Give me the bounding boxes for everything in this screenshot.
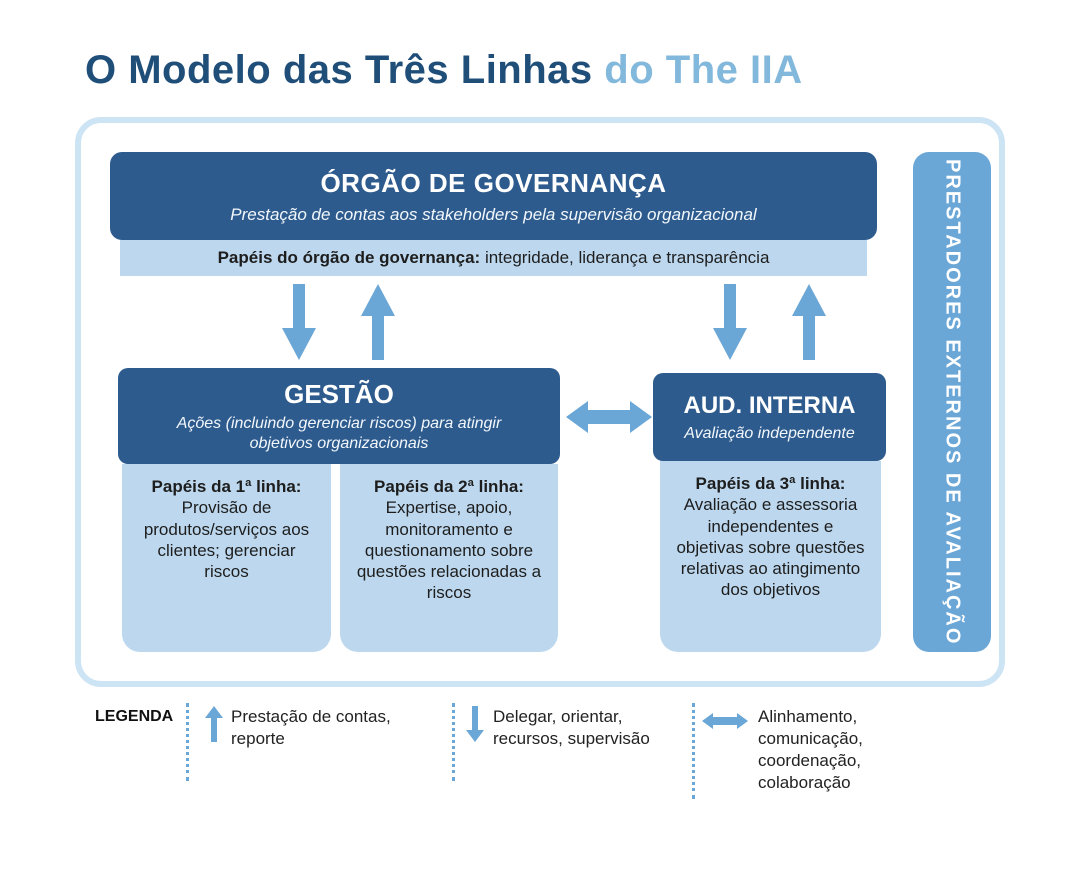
management-title: GESTÃO <box>284 378 394 409</box>
governance-box: ÓRGÃO DE GOVERNANÇA Prestação de contas … <box>110 152 877 240</box>
internal-audit-subtitle: Avaliação independente <box>684 424 855 442</box>
management-box: GESTÃO Ações (incluindo gerenciar riscos… <box>118 368 560 464</box>
arrow-down-icon <box>281 284 317 365</box>
arrow-down-icon <box>464 706 486 747</box>
first-line-box: Papéis da 1ª linha: Provisão de produtos… <box>122 464 331 652</box>
legend-item: Delegar, orientar, recursos, supervisão <box>493 707 650 748</box>
legend-label: LEGENDA <box>95 708 174 725</box>
management-subtitle: Ações (incluindo gerenciar riscos) para … <box>176 414 502 452</box>
page-title-accent: do The IIA <box>604 48 803 92</box>
arrow-up-icon <box>360 284 396 365</box>
first-line-heading: Papéis da 1ª linha: <box>151 477 302 496</box>
page-title-main: O Modelo das Três Linhas <box>85 48 605 92</box>
internal-audit-box: AUD. INTERNA Avaliação independente <box>653 373 886 461</box>
external-providers-label: PRESTADORES EXTERNOS DE AVALIAÇÃO <box>941 158 964 646</box>
legend-separator <box>452 703 455 781</box>
arrow-left-right-icon <box>702 712 748 735</box>
governance-roles-bar: Papéis do órgão de governança: integrida… <box>120 240 867 276</box>
page-title: O Modelo das Três Linhas do The IIA <box>85 48 803 93</box>
legend-separator <box>692 703 695 799</box>
external-providers-bar: PRESTADORES EXTERNOS DE AVALIAÇÃO <box>913 152 991 652</box>
legend-separator <box>186 703 189 781</box>
arrow-down-icon <box>712 284 748 365</box>
governance-roles-rest: integridade, liderança e transparência <box>480 248 770 267</box>
second-line-box: Papéis da 2ª linha: Expertise, apoio, mo… <box>340 464 558 652</box>
governance-roles-bold: Papéis do órgão de governança: <box>217 248 481 267</box>
third-line-box: Papéis da 3ª linha: Avaliação e assessor… <box>660 461 881 652</box>
arrow-left-right-icon <box>566 398 652 441</box>
legend-item: Alinhamento, comunicação, coordenação, c… <box>758 707 863 792</box>
third-line-body: Avaliação e assessoria independentes e o… <box>676 495 865 600</box>
third-line-heading: Papéis da 3ª linha: <box>695 474 846 493</box>
second-line-heading: Papéis da 2ª linha: <box>374 477 524 496</box>
first-line-body: Provisão de produtos/serviços aos client… <box>143 498 310 581</box>
arrow-up-icon <box>203 706 225 747</box>
internal-audit-title: AUD. INTERNA <box>683 391 856 419</box>
arrow-up-icon <box>791 284 827 365</box>
governance-subtitle: Prestação de contas aos stakeholders pel… <box>230 204 757 224</box>
legend-item: Prestação de contas, reporte <box>231 707 391 748</box>
governance-title: ÓRGÃO DE GOVERNANÇA <box>320 167 667 198</box>
second-line-body: Expertise, apoio, monitoramento e questi… <box>356 498 542 603</box>
